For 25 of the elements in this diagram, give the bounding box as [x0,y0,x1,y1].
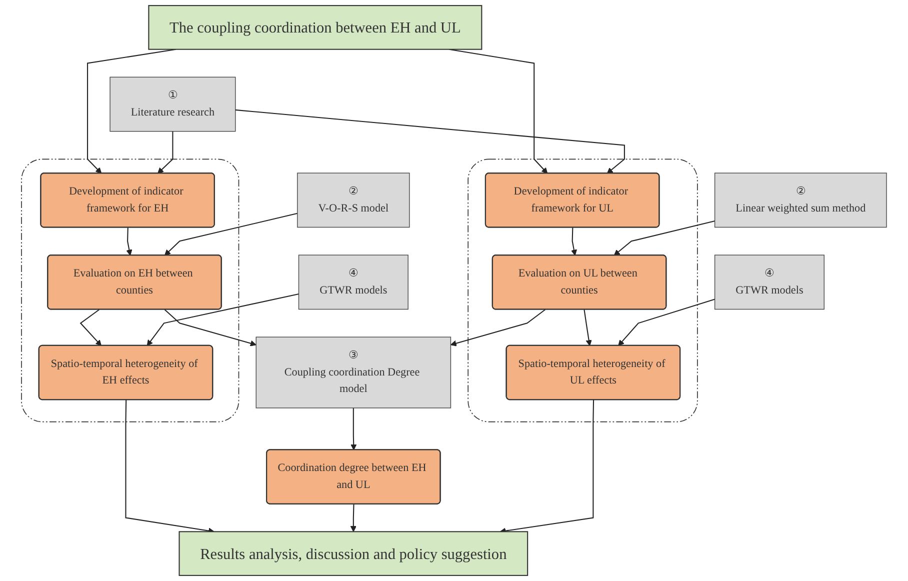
arrow [450,309,546,346]
arrow [126,228,132,256]
node-box: ④ GTWR models [298,254,408,310]
node-box: ② Linear weighted sum method [714,172,887,228]
arrow [164,212,298,256]
arrow [157,131,174,174]
node-box: The coupling coordination between EH and UL [148,5,482,50]
arrow [146,293,299,346]
node-box: Results analysis, discussion and policy suggestion [178,531,528,576]
arrow [87,48,176,174]
node-box: ② V-O-R-S model [297,172,410,228]
node-box: ④ GTWR models [714,254,824,310]
arrow [350,408,357,450]
arrow [614,220,715,256]
arrow [80,309,102,346]
cluster [468,158,698,422]
arrow [584,310,592,346]
arrow [350,504,356,532]
arrow [618,298,715,346]
arrow [164,309,256,346]
arrow [570,228,577,256]
cluster [21,158,240,422]
node-box: ① Literature research [110,76,236,132]
node-box: ③ Coupling coordination Degree model [256,336,452,408]
arrow [235,109,625,174]
